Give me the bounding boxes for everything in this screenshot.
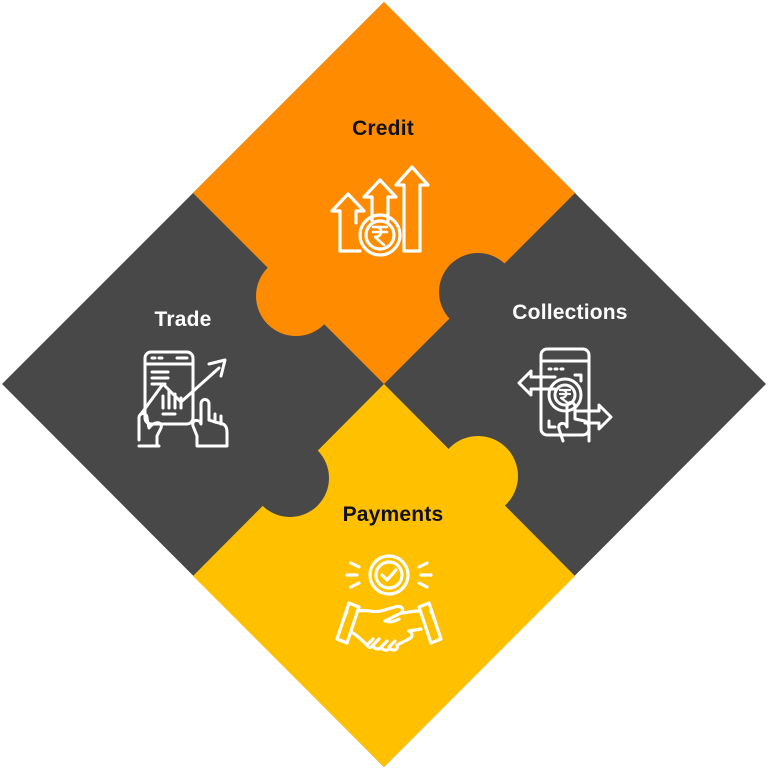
credit-tab — [256, 256, 336, 336]
mobile-chart-hand-tap-icon — [135, 350, 235, 448]
collections-tab — [439, 253, 517, 331]
mobile-rupee-exchange-arrows-icon — [515, 345, 615, 443]
trade-tab — [251, 439, 329, 517]
handshake-checkmark-badge-icon — [333, 553, 445, 663]
payments-tab — [438, 436, 518, 516]
payments-label: Payments — [342, 503, 444, 526]
credit-label: Credit — [352, 117, 414, 140]
growth-arrows-rupee-coin-icon — [330, 163, 430, 258]
collections-label: Collections — [512, 301, 628, 324]
trade-label: Trade — [154, 308, 212, 331]
